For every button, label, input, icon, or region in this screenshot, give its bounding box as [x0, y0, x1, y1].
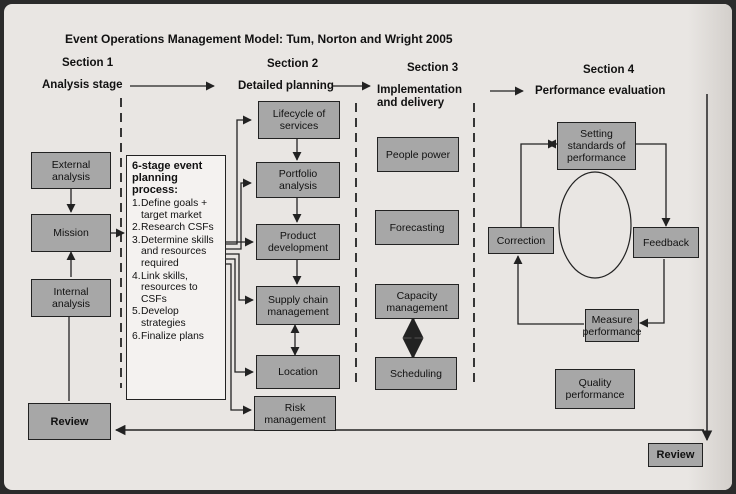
planning-step: 6.Finalize plans — [132, 330, 204, 342]
section-3-stage: Implementation and delivery — [377, 84, 462, 109]
section-4-label: Section 4 — [583, 64, 635, 76]
measure-performance-box: Measure performance — [583, 309, 641, 342]
arrow-feedback-measure — [639, 259, 665, 328]
review-box-left: Review — [28, 403, 111, 440]
diagram-title: Event Operations Management Model: Tum, … — [65, 32, 453, 46]
section-3-label: Section 3 — [407, 62, 459, 74]
planning-process-title: 6-stage event planning process: — [132, 160, 203, 196]
lifecycle-box: Lifecycle of services — [258, 101, 340, 139]
forecasting-box: Forecasting — [375, 210, 459, 245]
product-development-box: Product development — [256, 224, 340, 260]
portfolio-box: Portfolio analysis — [256, 162, 340, 198]
feedback-box: Feedback — [633, 227, 699, 258]
planning-process-box: 6-stage event planning process: 1.Define… — [126, 155, 226, 400]
people-power-box: People power — [377, 137, 459, 172]
supply-chain-box: Supply chain management — [256, 286, 340, 325]
arrow-correction-standards — [520, 139, 557, 227]
planning-step: 2.Research CSFs — [132, 222, 214, 234]
planning-step: 4.Link skills, resources to CSFs — [132, 270, 198, 305]
quality-performance-box: Quality performance — [555, 369, 635, 409]
link-supply — [226, 253, 254, 305]
planning-step: 1.Define goals + target market — [132, 198, 208, 221]
mission-box: Mission — [31, 214, 111, 252]
section-1-label: Section 1 — [62, 57, 114, 69]
link-lifecycle — [226, 115, 252, 245]
section-2-label: Section 2 — [267, 58, 319, 70]
section-4-stage: Performance evaluation — [535, 85, 666, 97]
external-analysis-box: External analysis — [31, 152, 111, 189]
link-portfolio — [226, 178, 252, 250]
planning-steps-list: 1.Define goals + target market 2.Researc… — [132, 198, 221, 342]
review-box-right: Review — [648, 443, 703, 467]
section-2-stage: Detailed planning — [238, 80, 334, 92]
arrow-standards-feedback — [636, 143, 671, 227]
planning-step: 5.Develop strategies — [132, 306, 186, 329]
scheduling-box: Scheduling — [375, 357, 457, 390]
center-ellipse — [558, 171, 632, 279]
arrow-measure-correction — [513, 255, 584, 325]
location-box: Location — [256, 355, 340, 389]
capacity-box: Capacity management — [375, 284, 459, 319]
risk-management-box: Risk management — [254, 396, 336, 431]
section-1-stage: Analysis stage — [42, 79, 123, 91]
planning-step: 3.Determine skills and resources require… — [132, 234, 214, 269]
setting-standards-box: Setting standards of performance — [557, 122, 636, 170]
correction-box: Correction — [488, 227, 554, 254]
internal-analysis-box: Internal analysis — [31, 279, 111, 317]
link-location — [226, 258, 254, 377]
link-risk — [226, 263, 252, 415]
